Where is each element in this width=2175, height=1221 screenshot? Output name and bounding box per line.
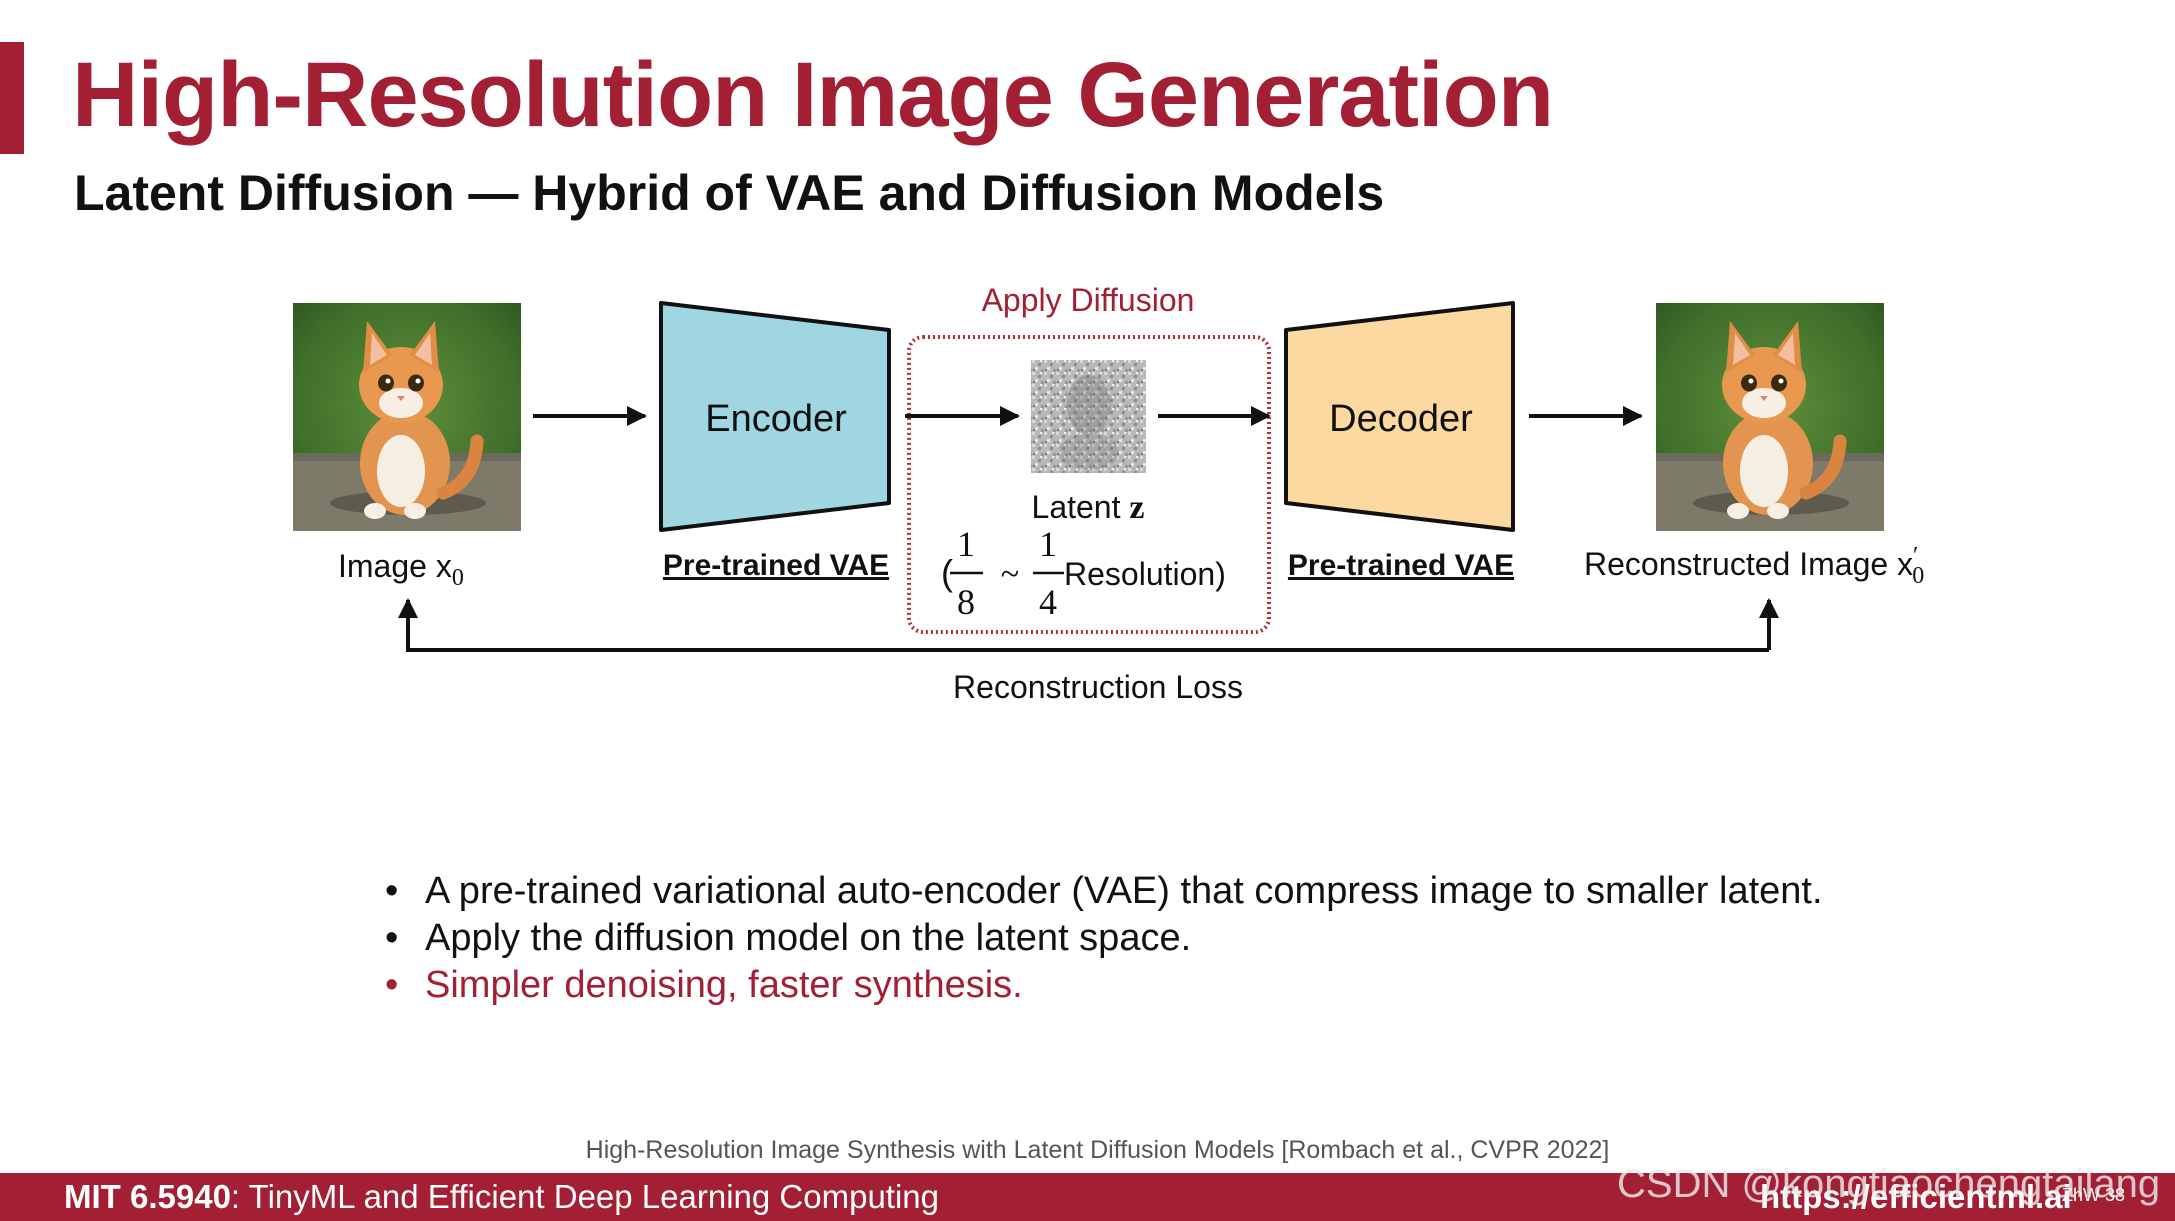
apply-diffusion-label: Apply Diffusion: [982, 282, 1195, 318]
latent-symbol: z: [1129, 489, 1144, 526]
output-image-subscript: 0: [1912, 563, 1924, 589]
input-kitten-image: [293, 303, 521, 531]
latent-noise-image: [1031, 360, 1146, 473]
input-image-label: Image x0: [338, 548, 464, 591]
encoder-block: [659, 301, 891, 532]
decoder-caption: Pre-trained VAE: [1288, 549, 1514, 582]
reconstruction-loss-label: Reconstruction Loss: [953, 669, 1243, 705]
title-accent-bar: [0, 42, 24, 154]
footer-bar: MIT 6.5940: TinyML and Efficient Deep Le…: [0, 1173, 2175, 1221]
course-title: MIT 6.5940: TinyML and Efficient Deep Le…: [64, 1177, 939, 1217]
resolution-open-paren: (: [941, 552, 953, 593]
watermark: CSDN @kongtiaochengtailang: [1617, 1162, 2161, 1206]
decoder-block: [1284, 301, 1515, 532]
fraction1-numerator: 1: [957, 524, 975, 564]
bullet-item: Apply the diffusion model on the latent …: [385, 915, 1823, 962]
output-image-label: Reconstructed Image x′0: [1584, 543, 1924, 589]
diffusion-region-box: [907, 335, 1271, 634]
encoder-label: Encoder: [705, 398, 847, 440]
bullet-list: A pre-trained variational auto-encoder (…: [385, 868, 1823, 1009]
fraction2-numerator: 1: [1039, 524, 1057, 564]
bullet-item-highlight: Simpler denoising, faster synthesis.: [385, 962, 1823, 1009]
input-image-subscript: 0: [452, 565, 464, 591]
course-code: MIT 6.5940: [64, 1178, 231, 1215]
slide-subtitle: Latent Diffusion — Hybrid of VAE and Dif…: [74, 165, 1385, 221]
resolution-fraction: ( 1 8 ~ 1 4 Resolution): [941, 524, 1226, 622]
slide-title: High-Resolution Image Generation: [72, 44, 1554, 146]
course-name: : TinyML and Efficient Deep Learning Com…: [230, 1178, 940, 1215]
encoder-caption: Pre-trained VAE: [663, 549, 889, 582]
tilde: ~: [1001, 556, 1019, 593]
latent-label: Latent z: [1032, 489, 1145, 526]
citation: High-Resolution Image Synthesis with Lat…: [585, 1136, 1610, 1164]
reconstructed-kitten-image: [1656, 303, 1884, 531]
bullet-item: A pre-trained variational auto-encoder (…: [385, 868, 1823, 915]
reconstruction-loss-line: [398, 598, 1769, 652]
course-url-link[interactable]: https://efficientml.ai: [1760, 1178, 2072, 1215]
fraction1-denominator: 8: [957, 582, 975, 622]
fraction2-denominator: 4: [1039, 582, 1057, 622]
decoder-label: Decoder: [1329, 398, 1473, 440]
page-number: ZhW 38: [2062, 1185, 2126, 1205]
output-image-prime: ′: [1913, 543, 1918, 569]
resolution-text: Resolution): [1064, 556, 1226, 592]
